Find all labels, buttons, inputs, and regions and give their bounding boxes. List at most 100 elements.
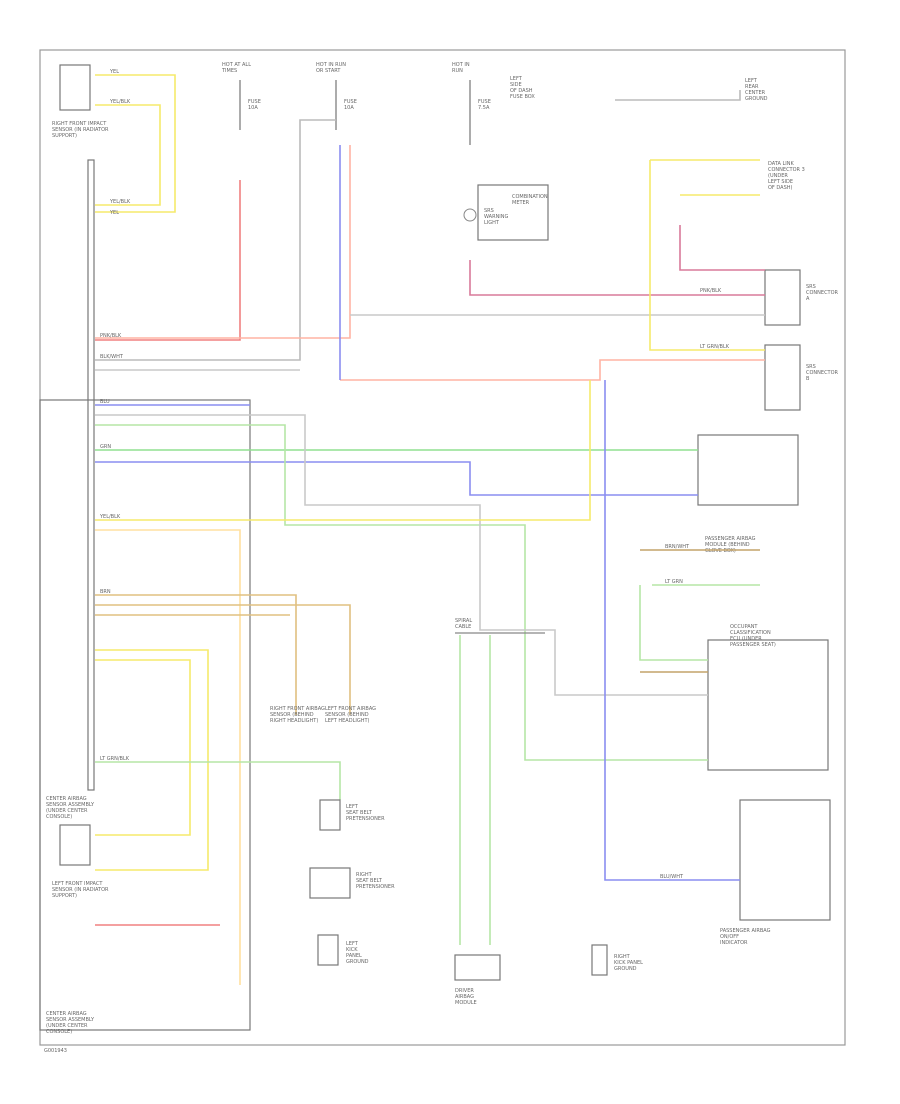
- airbag-ecu-title-4: CONSOLE): [46, 1029, 72, 1035]
- srs-connector-b-label-3: B: [806, 376, 810, 382]
- right-impact-sensor-label-2: SENSOR (IN RADIATOR: [52, 127, 109, 133]
- airbag-ecu-connector-strip: [87, 159, 95, 791]
- wire-pnk-srs-b: [340, 359, 765, 381]
- airbag-ecu-label-4: CONSOLE): [46, 814, 72, 820]
- occupant-label-1: OCCUPANT: [730, 624, 758, 630]
- spiral-cable-label-2: CABLE: [455, 624, 471, 630]
- wire-label-pnkblk: PNK/BLK: [100, 333, 122, 339]
- srs-connector-b-label-1: SRS: [806, 364, 816, 370]
- occupant-label-4: PASSENGER SEAT): [730, 642, 776, 648]
- fuse-box-note-3: OF DASH: [510, 88, 533, 94]
- ground1-label-1: LEFT: [745, 78, 758, 84]
- wire-ground1: [615, 90, 741, 101]
- wire-label-pnkblk-2: PNK/BLK: [700, 288, 722, 294]
- pretensioner-left-box: [319, 799, 341, 831]
- wire-brn-left-sensor: [95, 604, 351, 715]
- passenger-indicator-label-3: INDICATOR: [720, 940, 748, 946]
- wire-blu-passenger: [95, 461, 698, 496]
- fuse1-label-1: HOT AT ALL: [222, 62, 251, 68]
- fuse3-label-4: 7.5A: [478, 105, 490, 111]
- airbag-ecu-label-3: (UNDER CENTER: [46, 808, 88, 814]
- ground3-box: [591, 944, 608, 976]
- right-front-sensor-label-3: RIGHT HEADLIGHT): [270, 718, 318, 724]
- ground2-box: [317, 934, 339, 966]
- wire-pnkblk-dlc: [679, 225, 765, 271]
- dlc-label-1: DATA LINK: [768, 161, 794, 167]
- fuse1-label-2: TIMES: [221, 68, 237, 74]
- srs-connector-a-label-2: CONNECTOR: [806, 290, 839, 296]
- pretensioner-left-label-2: SEAT BELT: [346, 810, 373, 816]
- wire-ltgrn-occupant: [95, 424, 708, 761]
- combination-meter-box: [477, 184, 549, 241]
- wire-blu-indicator: [604, 380, 740, 881]
- airbag-ecu-title-2: SENSOR ASSEMBLY: [46, 1017, 95, 1023]
- srs-connector-b-box: [764, 344, 801, 411]
- combination-meter-label-1: COMBINATION: [512, 194, 548, 200]
- passenger-indicator-label-2: ON/OFF: [720, 934, 739, 940]
- wire-yelblk-lower: [95, 529, 241, 985]
- fuse-box-note-2: SIDE: [510, 82, 522, 88]
- spiral-cable-label-1: SPIRAL: [455, 618, 472, 624]
- dlc-label-4: LEFT SIDE: [768, 179, 793, 185]
- driver-airbag-label-1: DRIVER: [455, 988, 474, 994]
- left-front-sensor-label-1: LEFT FRONT AIRBAG: [325, 706, 376, 712]
- wire-label-ltgrn: LT GRN: [665, 579, 683, 585]
- fuse2-label-3: FUSE: [344, 99, 357, 105]
- driver-airbag-label-2: AIRBAG: [455, 994, 474, 1000]
- driver-airbag-label-3: MODULE: [455, 1000, 477, 1006]
- wire-grey-occupant: [95, 414, 708, 696]
- wire-yel-center: [95, 380, 591, 521]
- passenger-airbag-label-1: PASSENGER AIRBAG: [705, 536, 756, 542]
- wire-ltgrn-pretensioner: [95, 761, 341, 800]
- passenger-airbag-label-2: MODULE (BEHIND: [705, 542, 750, 548]
- fuse-box-note-1: LEFT: [510, 76, 523, 82]
- airbag-ecu-title-1: CENTER AIRBAG: [46, 1011, 87, 1017]
- airbag-ecu-title-3: (UNDER CENTER: [46, 1023, 88, 1029]
- dlc-label-3: (UNDER: [768, 173, 788, 179]
- wire-label-blu: BLU: [100, 399, 110, 405]
- fuse1-label-3: FUSE: [248, 99, 261, 105]
- wire-label-ltgrnblk: LT GRN/BLK: [100, 756, 130, 762]
- right-impact-sensor-box: [59, 64, 91, 111]
- srs-warning-light-icon: [463, 208, 477, 222]
- dlc-label-2: CONNECTOR 3: [768, 167, 805, 173]
- combination-meter-label-4: WARNING: [484, 214, 509, 220]
- ground1-label-3: CENTER: [745, 90, 766, 96]
- wire-label-brn: BRN: [100, 589, 111, 595]
- pretensioner-right-label-1: RIGHT: [356, 872, 373, 878]
- occupant-classification-box: [707, 639, 829, 771]
- dlc-label-5: OF DASH): [768, 185, 793, 191]
- pretensioner-right-label-2: SEAT BELT: [356, 878, 383, 884]
- fuse3-label-2: RUN: [452, 68, 463, 74]
- wire-label-bluwht: BLU/WHT: [660, 874, 684, 880]
- wire-label-yel-2: YEL: [109, 210, 119, 216]
- wire-label-yelblk-1: YEL/BLK: [109, 99, 131, 105]
- right-impact-sensor-label-1: RIGHT FRONT IMPACT: [52, 121, 107, 127]
- ground1-label-2: REAR: [745, 84, 759, 90]
- wire-yelblk-left-impact: [95, 659, 191, 836]
- srs-connector-a-box: [764, 269, 801, 326]
- fuse1-label-4: 10A: [248, 105, 258, 111]
- fuse3-label-1: HOT IN: [452, 62, 470, 68]
- right-front-sensor-label-2: SENSOR (BEHIND: [270, 712, 314, 718]
- wire-yelblk-right-impact: [95, 104, 161, 206]
- pretensioner-left-label-1: LEFT: [346, 804, 359, 810]
- left-front-sensor-label-2: SENSOR (BEHIND: [325, 712, 369, 718]
- ground3-label-1: RIGHT: [614, 954, 631, 960]
- passenger-indicator-label-1: PASSENGER AIRBAG: [720, 928, 771, 934]
- ground1-label-4: GROUND: [745, 96, 768, 102]
- fuse-box-note-4: FUSE BOX: [510, 94, 535, 100]
- wire-ltgrn-occupant-2: [639, 585, 708, 661]
- left-front-sensor-label-3: LEFT HEADLIGHT): [325, 718, 370, 724]
- ground3-label-2: KICK PANEL: [614, 960, 643, 966]
- airbag-ecu-label-2: SENSOR ASSEMBLY: [46, 802, 95, 808]
- driver-airbag-box: [454, 954, 501, 981]
- wire-pnk-2: [95, 145, 351, 339]
- passenger-airbag-box: [697, 434, 799, 506]
- left-impact-sensor-box: [59, 824, 91, 866]
- passenger-indicator-box: [739, 799, 831, 921]
- wire-blkwht-fuse2: [95, 119, 336, 361]
- wire-label-brnwht: BRN/WHT: [665, 544, 690, 550]
- wire-label-blkwht: BLK/WHT: [100, 354, 124, 360]
